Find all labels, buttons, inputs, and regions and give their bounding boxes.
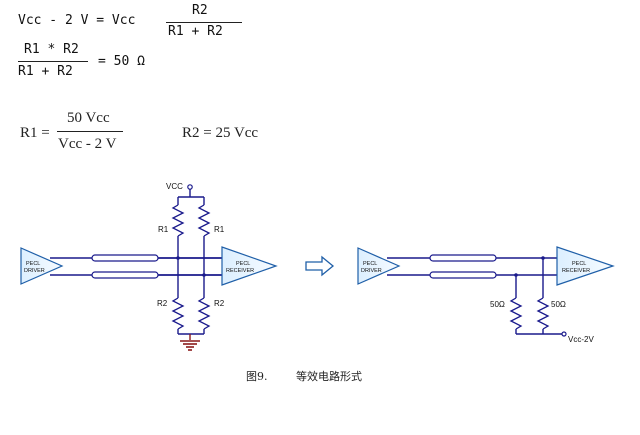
figure-number: 图9. [246, 370, 268, 383]
eq2-denominator: R1 + R2 [18, 64, 73, 79]
right-receiver-label-2: RECEIVER [562, 268, 590, 274]
left-driver-label-1: PECL [26, 261, 40, 267]
eq4-text: R2 = 25 Vcc [182, 125, 259, 141]
vcc-label: VCC [166, 182, 183, 191]
right-res-right-label: 50Ω [551, 300, 566, 309]
left-tline-bottom [91, 271, 159, 279]
right-driver [357, 247, 401, 285]
left-tline-top [91, 254, 159, 262]
left-receiver [221, 246, 278, 286]
r1-left-resistor [171, 204, 185, 237]
vcc-node [187, 184, 193, 190]
r2-right-resistor [197, 297, 211, 330]
right-receiver-label-1: PECL [572, 261, 586, 267]
eq1-fraction-bar [166, 22, 242, 23]
eq2-fraction-bar [18, 61, 88, 62]
left-driver-label-2: DRIVER [24, 268, 45, 274]
ground-icon [180, 340, 200, 351]
right-tline-top [429, 254, 497, 262]
eq1-lhs: Vcc - 2 V = Vcc [18, 13, 136, 28]
r2-left-label: R2 [157, 299, 168, 308]
eq2-rhs: = 50 Ω [98, 54, 145, 69]
vterm-label: Vcc-2V [568, 335, 594, 344]
left-circuit: VCC R1 R1 PECL DRIVER PECL RECEIVER [20, 182, 278, 351]
eq3-numerator: 50 Vcc [67, 110, 110, 126]
eq3-lhs: R1 = [20, 125, 50, 141]
eq3-fraction-bar [57, 131, 123, 132]
left-receiver-label-2: RECEIVER [226, 268, 254, 274]
figure-title: 等效电路形式 [296, 370, 362, 383]
left-driver [20, 247, 64, 285]
r2-right-label: R2 [214, 299, 225, 308]
r1-right-label: R1 [214, 225, 225, 234]
right-res-right [536, 297, 550, 330]
right-receiver [556, 246, 615, 286]
right-driver-label-2: DRIVER [361, 268, 382, 274]
eq1-numerator: R2 [192, 3, 208, 18]
right-circuit: PECL DRIVER 50Ω 50Ω Vcc-2V PECL RECEIVER [357, 246, 615, 344]
right-driver-label-1: PECL [363, 261, 377, 267]
r1-left-label: R1 [158, 225, 169, 234]
eq3-denominator: Vcc - 2 V [58, 136, 117, 152]
left-receiver-label-1: PECL [236, 261, 250, 267]
r1-right-resistor [197, 204, 211, 237]
right-tline-bottom [429, 271, 497, 279]
eq2-numerator: R1 * R2 [24, 42, 79, 57]
r2-left-resistor [171, 297, 185, 330]
right-res-left [509, 297, 523, 330]
vterm-node [561, 331, 567, 337]
right-res-left-label: 50Ω [490, 300, 505, 309]
arrow-right-icon [305, 255, 335, 277]
eq1-denominator: R1 + R2 [168, 24, 223, 39]
